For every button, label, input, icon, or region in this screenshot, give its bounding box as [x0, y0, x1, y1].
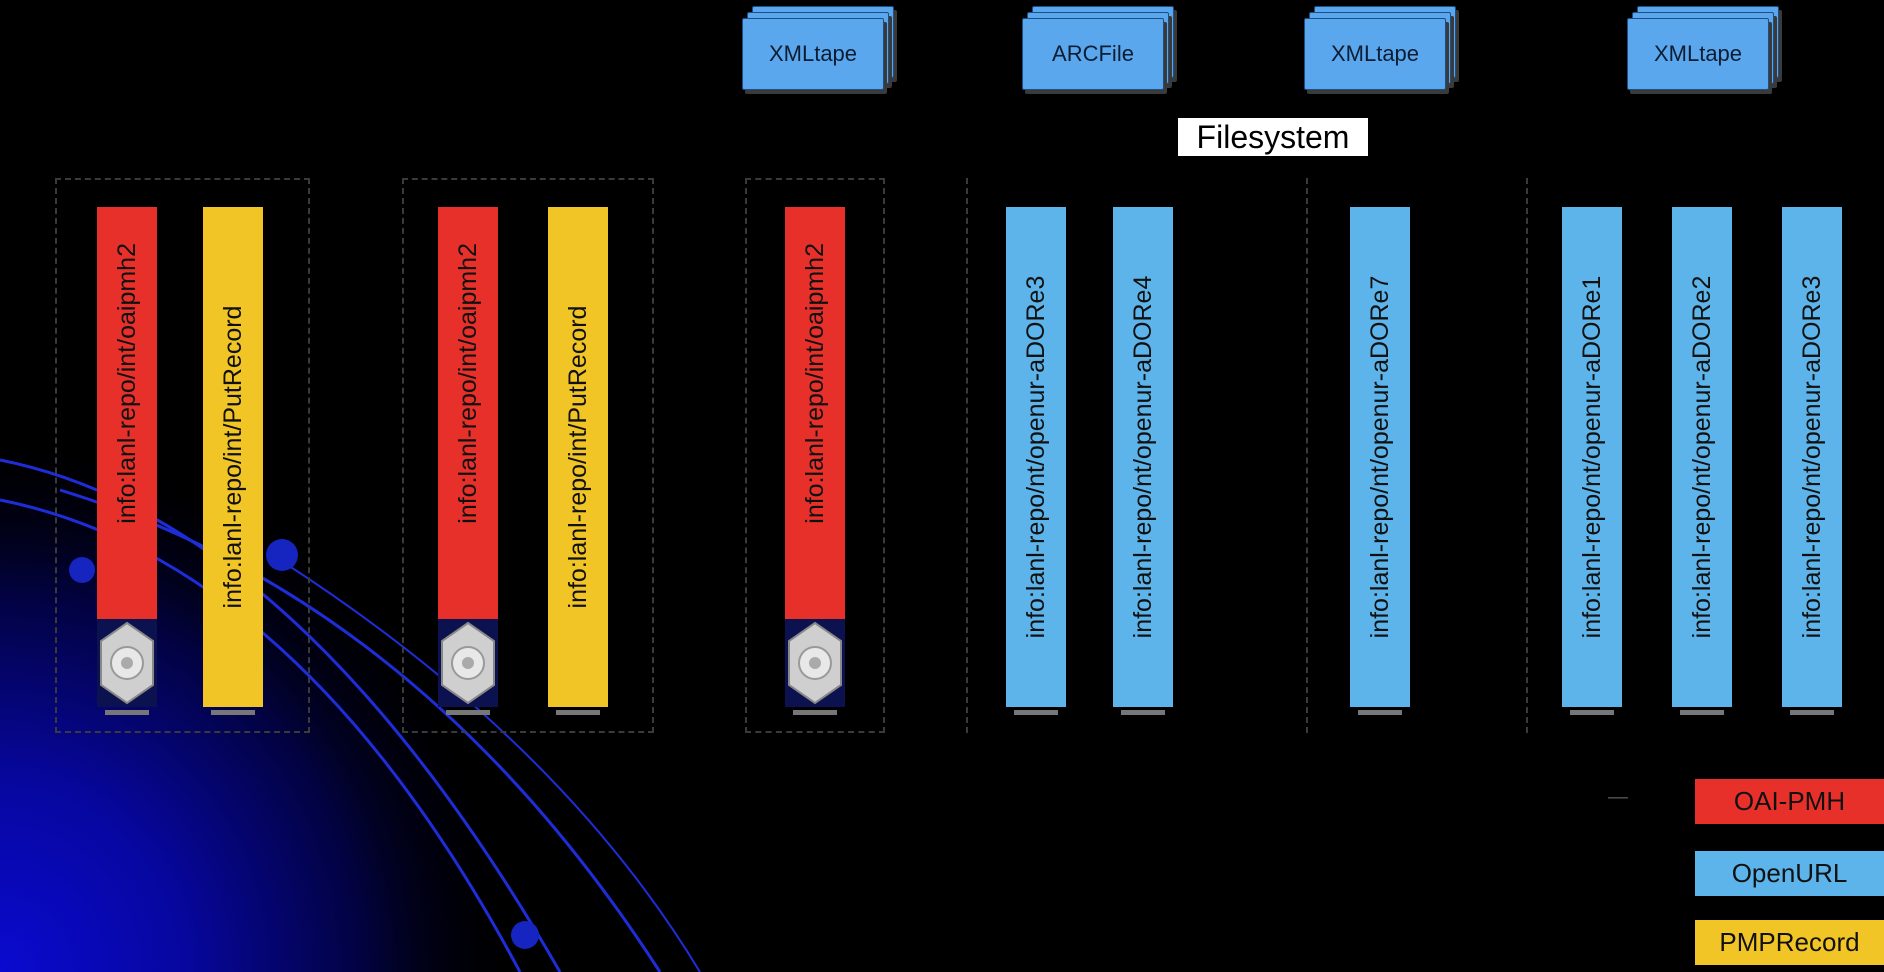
disk-icon: [97, 619, 157, 707]
column-base: [1570, 710, 1614, 715]
service-label: info:lanl-repo/int/PutRecord: [563, 305, 592, 609]
tape-stack: XMLtape: [742, 6, 894, 96]
column-base: [793, 710, 837, 715]
service-label: info:lanl-repo/nt/openur-aDORe3: [1021, 275, 1050, 639]
service-label: info:lanl-repo/nt/openur-aDORe2: [1687, 275, 1716, 639]
service-label: info:lanl-repo/nt/openur-aDORe7: [1365, 275, 1394, 639]
column-base: [1121, 710, 1165, 715]
tape-label: XMLtape: [1304, 18, 1446, 90]
tape-label: ARCFile: [1022, 18, 1164, 90]
group-box-3: [745, 178, 885, 733]
column-base: [1014, 710, 1058, 715]
disk-icon: [438, 619, 498, 707]
column-base: [1790, 710, 1834, 715]
column-base: [446, 710, 490, 715]
tape-stack: XMLtape: [1627, 6, 1779, 96]
service-column: info:lanl-repo/int/PutRecord: [203, 207, 263, 715]
service-label: info:lanl-repo/nt/openur-aDORe3: [1797, 275, 1826, 639]
service-column: info:lanl-repo/nt/openur-aDORe3: [1782, 207, 1842, 715]
group-box-2: [402, 178, 654, 733]
filesystem-label: Filesystem: [1178, 118, 1368, 156]
service-column: info:lanl-repo/int/PutRecord: [548, 207, 608, 715]
legend-item: OAI-PMH: [1695, 779, 1884, 824]
service-column: info:lanl-repo/nt/openur-aDORe7: [1350, 207, 1410, 715]
service-column: info:lanl-repo/nt/openur-aDORe3: [1006, 207, 1066, 715]
service-column: info:lanl-repo/nt/openur-aDORe4: [1113, 207, 1173, 715]
service-label: info:lanl-repo/int/PutRecord: [218, 305, 247, 609]
legend-item: OpenURL: [1695, 851, 1884, 896]
legend-title: —: [1608, 786, 1628, 808]
separator: [966, 178, 968, 733]
service-label: info:lanl-repo/nt/openur-aDORe4: [1128, 275, 1157, 639]
group-box-1: [55, 178, 310, 733]
disk-icon: [785, 619, 845, 707]
column-base: [1680, 710, 1724, 715]
tape-stack: ARCFile: [1022, 6, 1174, 96]
separator: [1526, 178, 1528, 733]
column-base: [211, 710, 255, 715]
tape-stack: XMLtape: [1304, 6, 1456, 96]
column-base: [1358, 710, 1402, 715]
column-base: [105, 710, 149, 715]
service-column: info:lanl-repo/int/oaipmh2: [438, 207, 498, 715]
tape-label: XMLtape: [1627, 18, 1769, 90]
column-base: [556, 710, 600, 715]
service-column: info:lanl-repo/int/oaipmh2: [785, 207, 845, 715]
service-column: info:lanl-repo/int/oaipmh2: [97, 207, 157, 715]
separator: [1306, 178, 1308, 733]
tape-label: XMLtape: [742, 18, 884, 90]
service-label: info:lanl-repo/nt/openur-aDORe1: [1577, 275, 1606, 639]
service-column: info:lanl-repo/nt/openur-aDORe2: [1672, 207, 1732, 715]
service-column: info:lanl-repo/nt/openur-aDORe1: [1562, 207, 1622, 715]
legend-item: PMPRecord: [1695, 920, 1884, 965]
